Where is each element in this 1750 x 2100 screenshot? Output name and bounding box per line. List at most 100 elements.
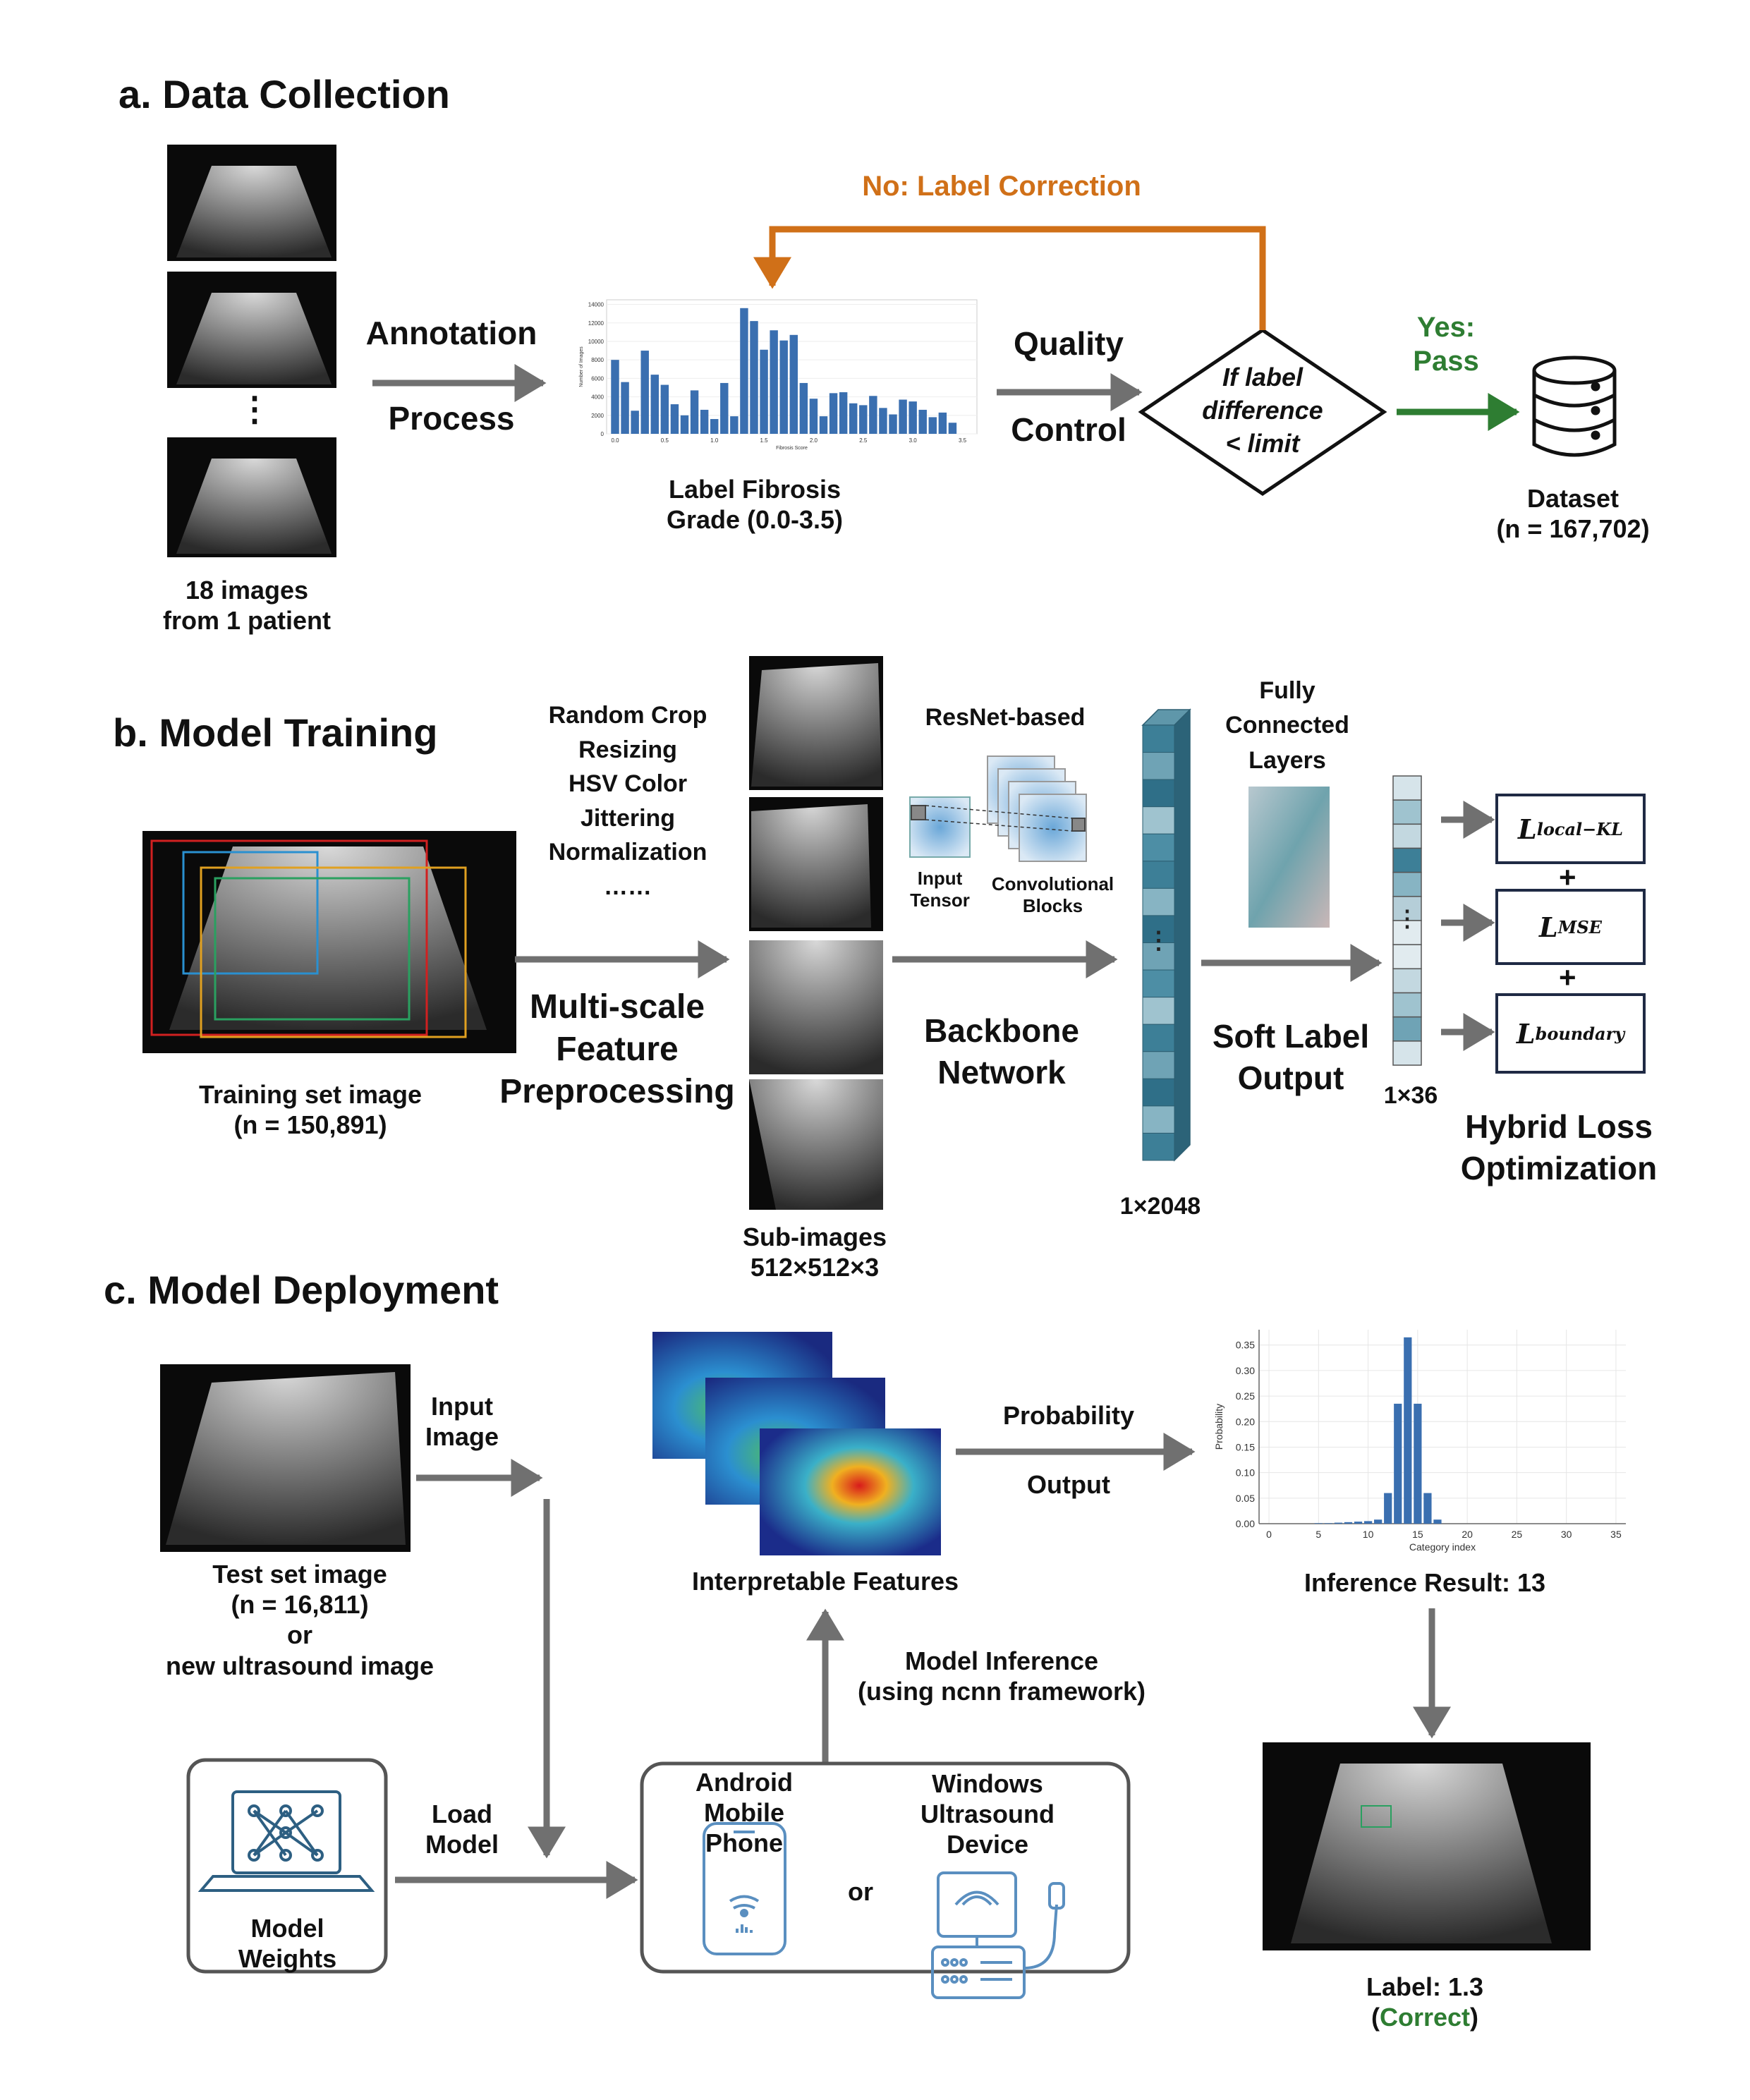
histogram-y-tick: 0 [601, 431, 604, 437]
soft-label-cell [1392, 823, 1422, 849]
paren-close: ) [1470, 2003, 1479, 2032]
sub-image-2 [749, 797, 883, 931]
vector-cell [1142, 942, 1175, 971]
histogram-bar [809, 399, 818, 434]
histogram-bar [869, 396, 877, 434]
histogram-bar [849, 403, 858, 434]
ultrasound-thumbnail-1 [167, 145, 336, 261]
vector-cell [1142, 1132, 1175, 1161]
vector-cell [1142, 833, 1175, 862]
prob-x-tick: 20 [1462, 1529, 1473, 1540]
histogram-x-tick: 2.0 [810, 437, 818, 444]
prob-bar [1374, 1519, 1383, 1524]
histogram-bar [750, 321, 758, 434]
histogram-bar [899, 399, 907, 434]
histogram-y-tick: 10000 [588, 339, 604, 345]
or-label: or [848, 1877, 873, 1906]
histogram-bar [779, 340, 788, 434]
histogram-bar [670, 404, 679, 434]
histogram-bar [650, 375, 659, 434]
mobile-phone-icon [703, 1822, 786, 1955]
histogram-bar [879, 408, 887, 434]
histogram-bar [938, 412, 947, 434]
histogram-x-label: Fibrosis Score [776, 446, 808, 451]
prob-x-tick: 5 [1315, 1529, 1321, 1540]
output-label: Output [1027, 1470, 1110, 1499]
histogram-x-tick: 0.0 [611, 437, 619, 444]
histogram-bar [799, 382, 808, 434]
convolutional-blocks-icon [925, 755, 1087, 862]
prob-bar [1423, 1493, 1432, 1524]
soft-label-cell [1392, 775, 1422, 801]
section-a-heading: a. Data Collection [119, 72, 450, 116]
histogram-bar [710, 419, 719, 434]
prob-y-tick: 0.05 [1236, 1493, 1255, 1504]
histogram-bar [611, 360, 619, 434]
prob-y-tick: 0.10 [1236, 1467, 1255, 1479]
prob-x-tick: 30 [1561, 1529, 1572, 1540]
prob-x-tick: 10 [1363, 1529, 1374, 1540]
ellipsis-dots: ⋮ [238, 391, 272, 428]
device-box [640, 1761, 1131, 1974]
prob-y-tick: 0.00 [1236, 1518, 1255, 1529]
vec2048-label: 1×2048 [1119, 1193, 1201, 1220]
histogram-bar [889, 414, 897, 434]
histogram-y-tick: 6000 [591, 375, 604, 382]
histogram-x-tick: 3.0 [909, 437, 918, 444]
histogram-bar [720, 382, 729, 434]
prob-bar [1314, 1523, 1323, 1524]
soft-label-cell [1392, 896, 1422, 921]
prob-bar [1414, 1403, 1422, 1524]
soft-label-cell [1392, 1016, 1422, 1042]
final-label: Label: 1.3 (Correct) [1366, 1972, 1484, 2032]
vector-cell [1142, 861, 1175, 889]
soft-label-cell [1392, 1040, 1422, 1066]
prob-bar [1404, 1337, 1412, 1524]
soft-label-cell [1392, 968, 1422, 994]
histogram-bar [740, 308, 748, 434]
histogram-y-tick: 12000 [588, 320, 604, 327]
decision-diamond [1138, 327, 1387, 497]
histogram-x-tick: 1.5 [760, 437, 769, 444]
laptop-network-icon [198, 1790, 375, 1892]
soft-label-ellipsis: ⋮ [1396, 906, 1418, 931]
histogram-bar [928, 417, 937, 434]
histogram-bar [829, 393, 838, 434]
heatmap-stack [652, 1332, 941, 1555]
histogram-bar [789, 334, 798, 434]
histogram-y-tick: 4000 [591, 394, 604, 401]
vector-cell [1142, 1051, 1175, 1079]
model-weights-box [186, 1758, 388, 1974]
prob-x-tick: 15 [1412, 1529, 1423, 1540]
dataset-caption: Dataset(n = 167,702) [1496, 484, 1650, 544]
interpretable-features-label: Interpretable Features [691, 1567, 959, 1596]
vector-side-face [1174, 708, 1191, 1162]
histogram-x-tick: 1.0 [710, 437, 719, 444]
vector-cell [1142, 997, 1175, 1025]
training-image-caption: Training set image(n = 150,891) [198, 1080, 423, 1140]
annotation-label-top: Annotation [365, 315, 537, 351]
model-inference-label: Model Inference(using ncnn framework) [857, 1646, 1146, 1706]
prob-bar [1384, 1493, 1392, 1524]
ultrasound-thumbnail-18 [167, 437, 336, 557]
vector-cell [1142, 752, 1175, 780]
vector-cell [1142, 724, 1175, 753]
vector-cell [1142, 1078, 1175, 1107]
histogram-x-tick: 3.5 [959, 437, 967, 444]
